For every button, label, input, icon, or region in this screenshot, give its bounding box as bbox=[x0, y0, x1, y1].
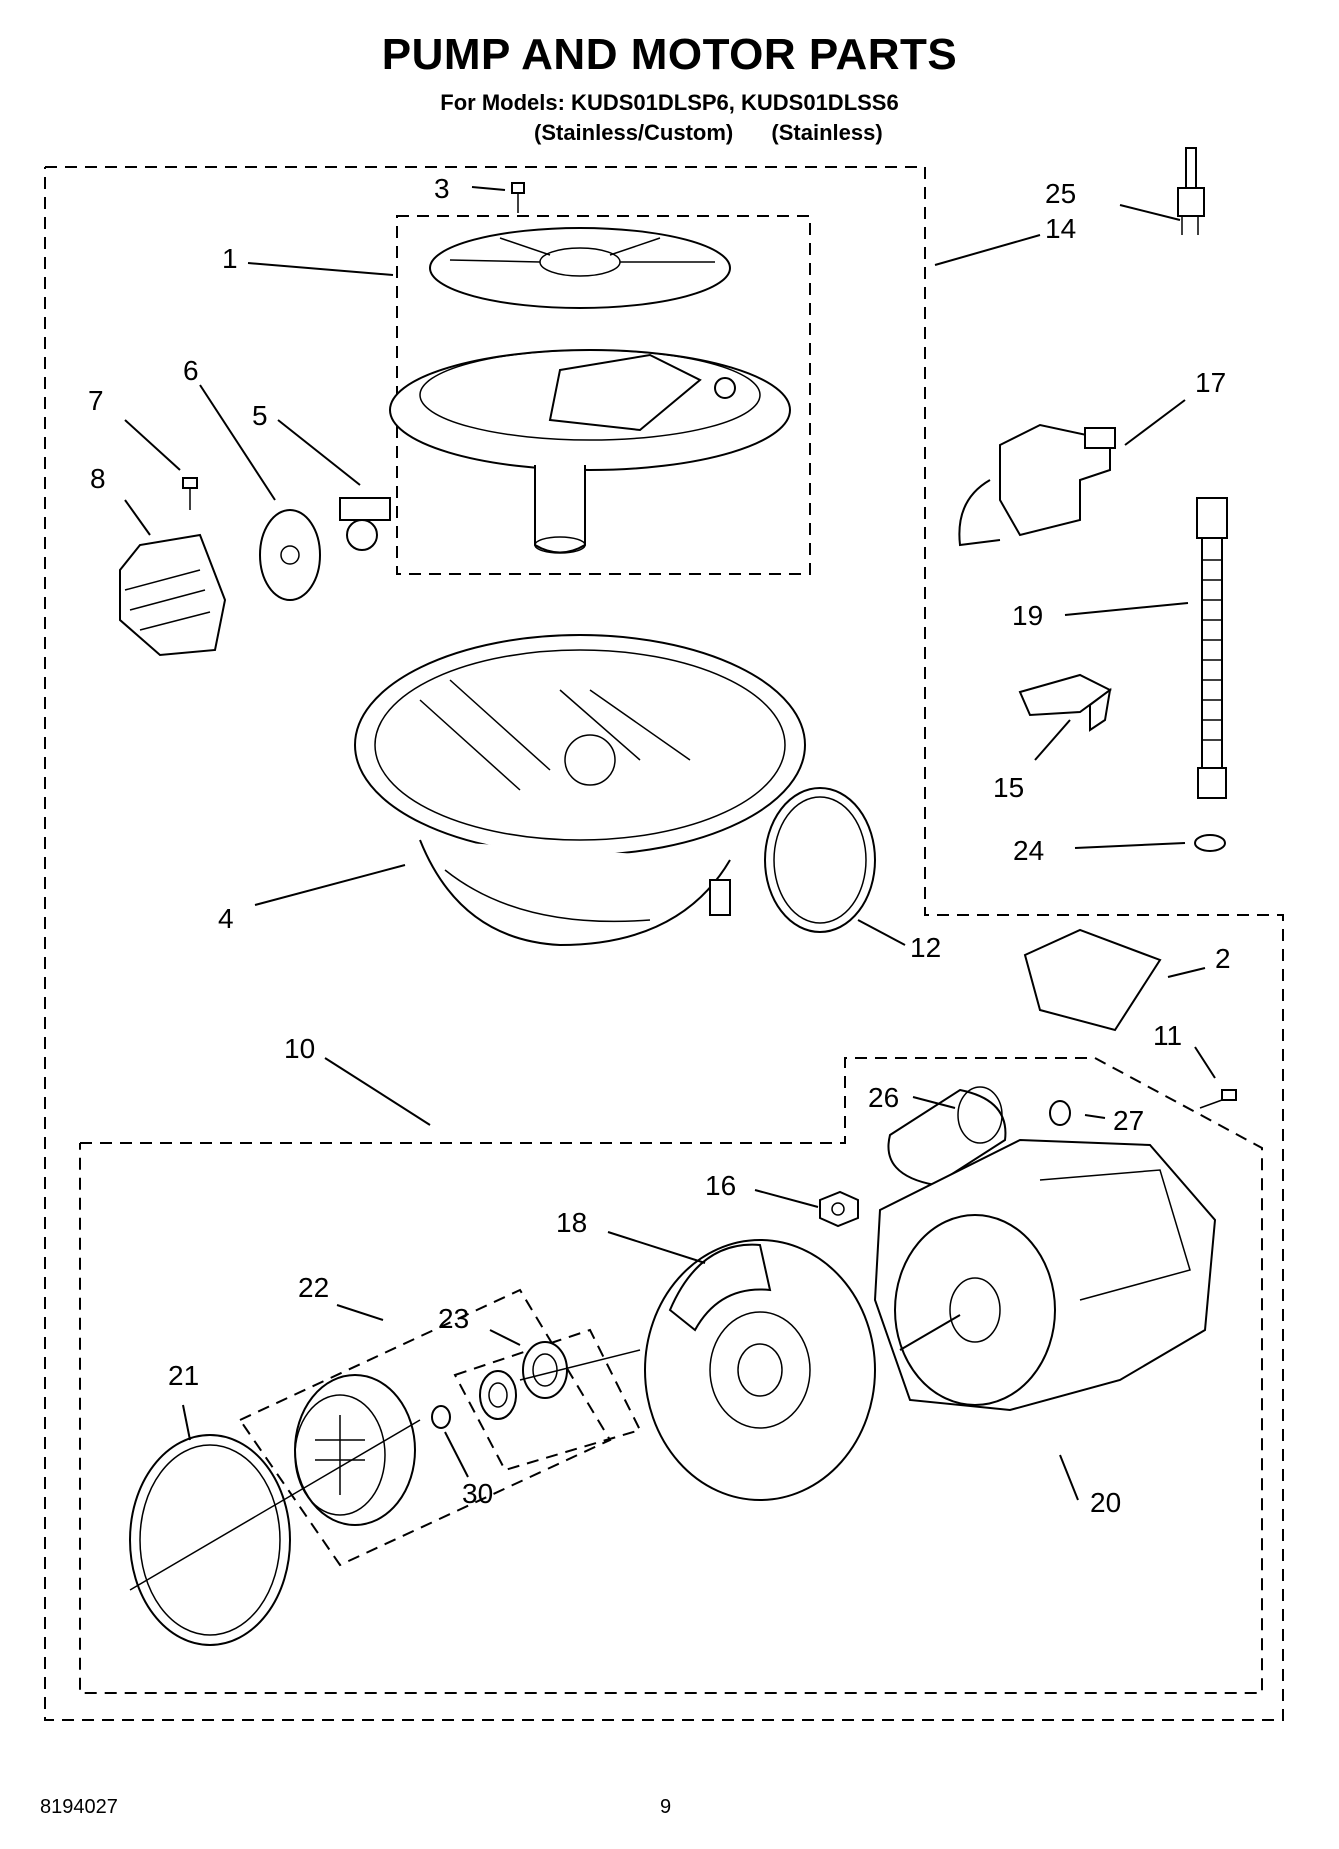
callout-19: 19 bbox=[1012, 600, 1043, 631]
callout-3: 3 bbox=[434, 173, 450, 204]
part-5-valve bbox=[339, 497, 391, 551]
part-19-hose bbox=[1196, 497, 1228, 799]
part-7-screw bbox=[182, 477, 198, 510]
part-8-housing bbox=[119, 533, 227, 657]
callout-17: 17 bbox=[1195, 367, 1226, 398]
part-22-impeller bbox=[294, 1374, 416, 1526]
callout-8: 8 bbox=[90, 463, 106, 494]
part-24-clamp bbox=[1194, 834, 1226, 852]
part-30-washer bbox=[431, 1405, 451, 1429]
variant-stainless: (Stainless) bbox=[771, 120, 883, 145]
part-15-latch bbox=[1018, 673, 1112, 732]
part-23-seal bbox=[479, 1341, 568, 1420]
leader-lines bbox=[124, 186, 1216, 1501]
callout-20: 20 bbox=[1090, 1487, 1121, 1518]
variant-stainless-custom: (Stainless/Custom) bbox=[534, 120, 734, 145]
callout-7: 7 bbox=[88, 385, 104, 416]
callout-16: 16 bbox=[705, 1170, 736, 1201]
part-3-screw bbox=[511, 182, 525, 213]
part-27-washer bbox=[1049, 1100, 1071, 1126]
outer-assembly-boundary bbox=[44, 166, 1284, 1721]
callout-25: 25 bbox=[1045, 178, 1076, 209]
document-number: 8194027 bbox=[40, 1796, 118, 1818]
page-number: 9 bbox=[660, 1796, 672, 1818]
callout-14: 14 bbox=[1045, 213, 1076, 244]
part-25-sensor bbox=[1177, 147, 1205, 235]
callout-11: 11 bbox=[1153, 1020, 1182, 1051]
part-16-nut bbox=[819, 1190, 859, 1228]
part-1-spray-cover bbox=[429, 227, 731, 309]
assembly-axis bbox=[129, 1419, 421, 1591]
callout-4: 4 bbox=[218, 903, 234, 934]
part-2-cover bbox=[1023, 928, 1162, 1032]
part-4-pump-sump bbox=[354, 634, 806, 947]
callout-23: 23 bbox=[438, 1303, 469, 1334]
impeller-kit-boundary bbox=[238, 1288, 612, 1567]
callout-12: 12 bbox=[910, 932, 941, 963]
callout-26: 26 bbox=[868, 1082, 899, 1113]
callout-24: 24 bbox=[1013, 835, 1044, 866]
model-list: For Models: KUDS01DLSP6, KUDS01DLSS6 bbox=[440, 90, 899, 115]
callout-2: 2 bbox=[1215, 943, 1231, 974]
callout-18: 18 bbox=[556, 1207, 587, 1238]
part-6-impeller-disc bbox=[259, 509, 321, 601]
assembly-axis-2 bbox=[519, 1349, 641, 1381]
part-12-gasket bbox=[764, 787, 876, 933]
seal-kit-boundary bbox=[453, 1328, 642, 1472]
part-26-capacitor bbox=[887, 1086, 1007, 1187]
callout-labels: 3 25 14 1 6 17 7 5 8 19 15 24 4 12 2 10 … bbox=[88, 173, 1231, 1518]
callout-22: 22 bbox=[298, 1272, 329, 1303]
callout-15: 15 bbox=[993, 772, 1024, 803]
callout-6: 6 bbox=[183, 355, 199, 386]
callout-21: 21 bbox=[168, 1360, 199, 1391]
part-11-screw bbox=[1199, 1089, 1237, 1109]
model-variants: (Stainless/Custom) (Stainless) bbox=[534, 120, 915, 146]
part-17-bracket bbox=[958, 423, 1116, 547]
page-title: PUMP AND MOTOR PARTS bbox=[381, 30, 958, 79]
part-18-volute bbox=[644, 1239, 876, 1501]
callout-27: 27 bbox=[1113, 1105, 1144, 1136]
callout-5: 5 bbox=[252, 400, 268, 431]
part-20-motor bbox=[873, 1138, 1217, 1412]
filter-ring-assembly bbox=[389, 349, 791, 554]
callout-1: 1 bbox=[222, 243, 238, 274]
callout-10: 10 bbox=[284, 1033, 315, 1064]
part-21-gasket-ring bbox=[129, 1434, 291, 1646]
callout-30: 30 bbox=[462, 1478, 493, 1509]
